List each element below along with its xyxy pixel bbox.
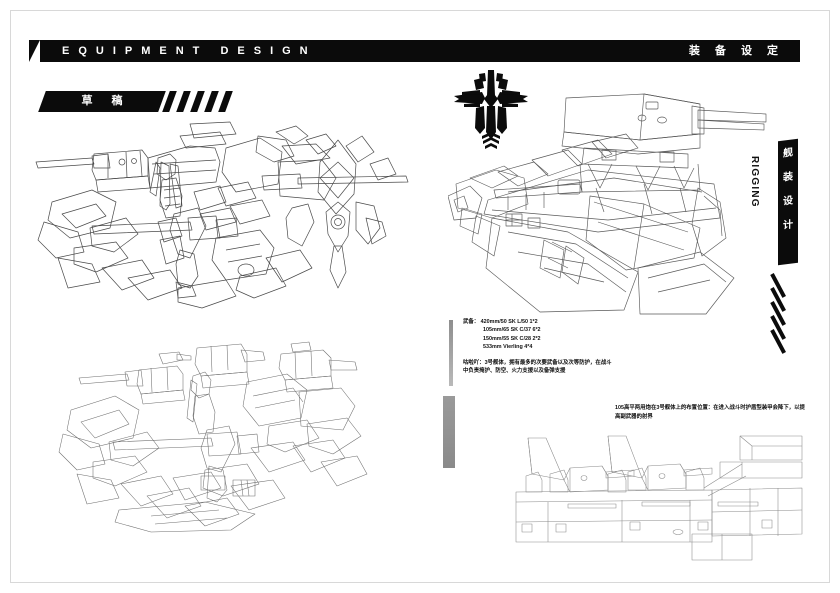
page-title: EQUIPMENT DESIGN bbox=[62, 45, 317, 57]
header-bar: EQUIPMENT DESIGN 装 备 设 定 bbox=[29, 40, 800, 62]
spec-block-rule bbox=[449, 320, 453, 386]
rigging-label-char-0: 舰 bbox=[783, 147, 793, 160]
hull-section-schematic bbox=[512, 434, 808, 562]
rigging-label-char-3: 计 bbox=[783, 219, 793, 232]
rigging-panel-stripes bbox=[770, 268, 812, 354]
rigging-label-char-1: 装 bbox=[783, 171, 793, 184]
spec-line-3: 533mm Vierling 4*4 bbox=[483, 344, 533, 351]
ornate-cross-emblem bbox=[452, 66, 530, 152]
spec-note: 咕啦吖：3号舰体，拥有最多的次要武备以及次等防护，在战斗中负责掩护、防空、火力支… bbox=[463, 359, 612, 375]
page-title-cn: 装 备 设 定 bbox=[688, 45, 784, 57]
draft-tag-block: 草 稿 bbox=[38, 91, 166, 112]
rigging-panel-label-en: RIGGING bbox=[749, 156, 760, 208]
spec-line-2: 150mm/55 SK C/28 2*2 bbox=[483, 335, 541, 342]
draft-tag-stripes bbox=[160, 91, 260, 112]
hull-section-caption: 105高平两用炮在3号舰体上的布置位置：在进入战斗时护盾型装甲会降下，以提高副武… bbox=[615, 405, 805, 420]
spec-block-text: 武备： 420mm/50 SK L/50 1*2 105mm/65 SK C/3… bbox=[463, 318, 673, 376]
draft-sketch-rigging-assembly bbox=[55, 338, 375, 538]
gray-divider-bar bbox=[443, 396, 455, 468]
spec-line-0: 武备： 420mm/50 SK L/50 1*2 bbox=[463, 319, 538, 325]
draft-tag: 草 稿 bbox=[38, 91, 233, 112]
rigging-main-lineart bbox=[448, 92, 768, 330]
rigging-label-char-2: 设 bbox=[783, 195, 793, 208]
spec-line-1: 105mm/65 SK C/37 6*2 bbox=[483, 327, 541, 334]
rigging-panel: 舰 装 设 计 RIGGING bbox=[749, 138, 806, 360]
rigging-panel-label-cn: 舰 装 设 计 bbox=[778, 143, 798, 265]
draft-sketch-character-rigging bbox=[30, 118, 430, 318]
draft-tag-label: 草 稿 bbox=[81, 95, 131, 107]
